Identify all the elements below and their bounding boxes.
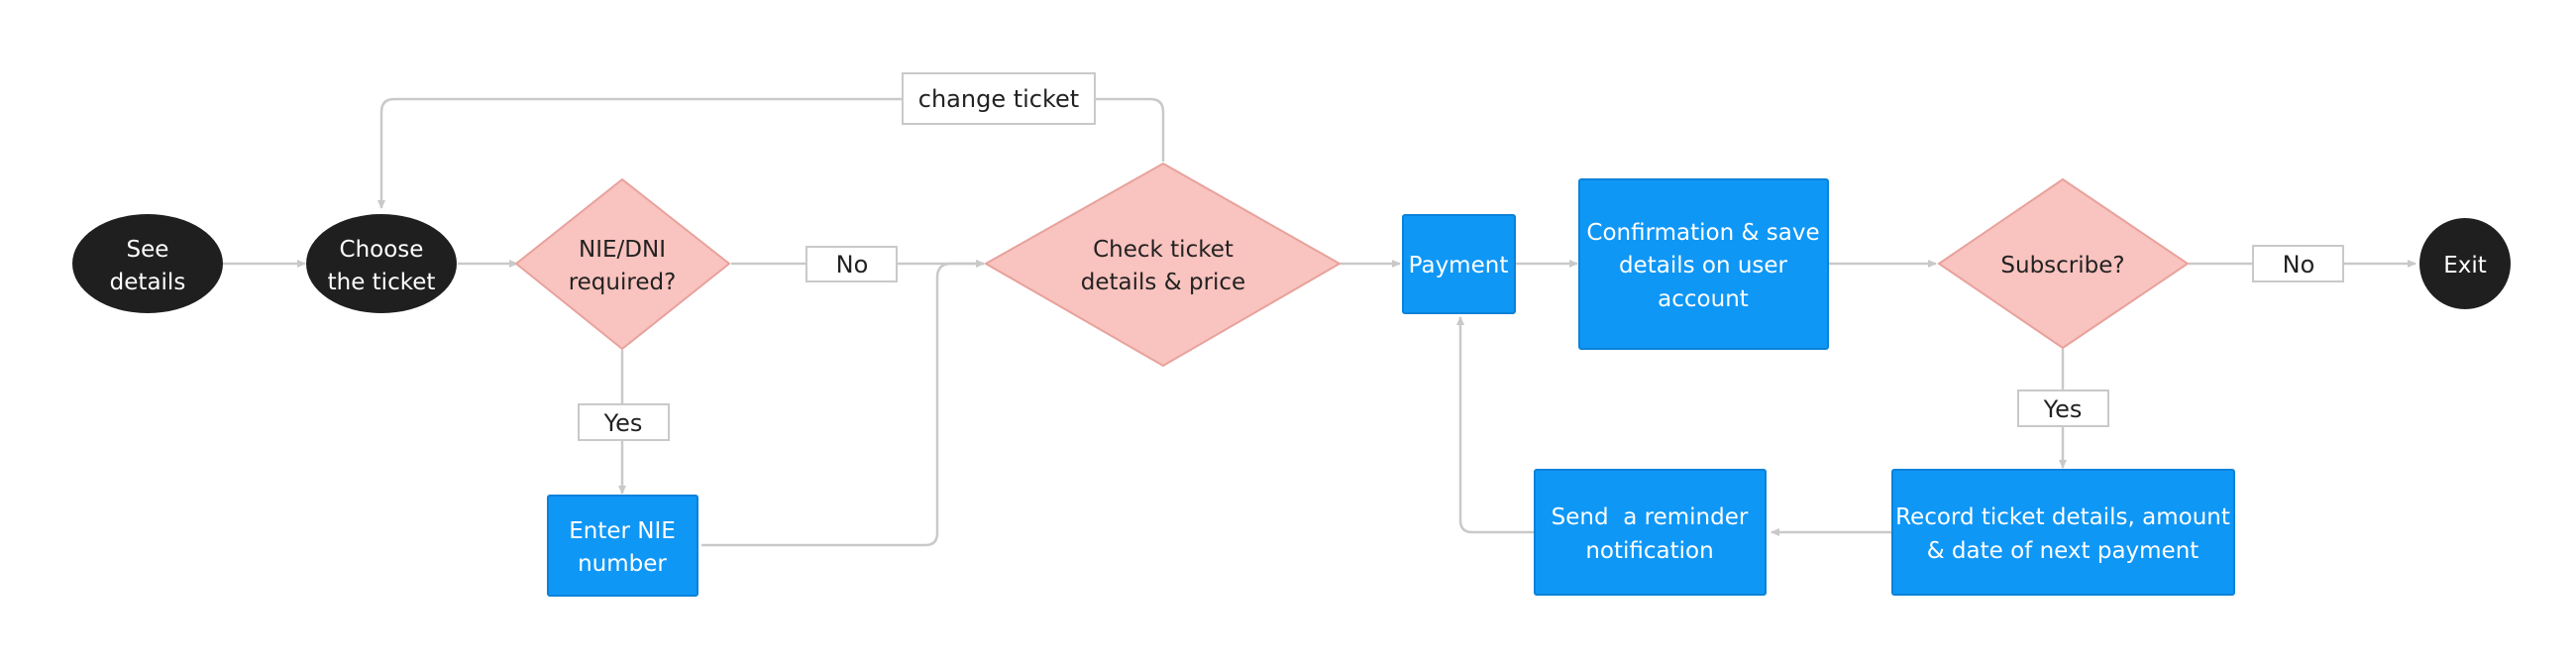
decision-shape — [983, 162, 1342, 368]
label-box — [578, 403, 670, 441]
node-exit-line-1: Exit — [2443, 253, 2487, 278]
node-check-ticket-line-1: Check ticket — [1093, 237, 1234, 263]
process-shape — [547, 495, 698, 597]
node-record-ticket[interactable]: Record ticket details, amount & date of … — [1891, 469, 2235, 596]
node-choose-ticket-line-1: Choose — [340, 237, 424, 263]
process-shape — [1534, 469, 1767, 596]
node-send-reminder-line-2: notification — [1585, 538, 1713, 564]
label-box — [805, 246, 898, 282]
edge-label-nie-no[interactable]: No — [805, 246, 898, 282]
edge-label-change-ticket-text: change ticket — [918, 85, 1079, 113]
edge-label-nie-yes-text: Yes — [603, 409, 643, 437]
node-enter-nie-line-2: number — [578, 551, 667, 577]
edge-label-nie-yes[interactable]: Yes — [578, 403, 670, 441]
node-choose-ticket[interactable]: Choose the ticket — [306, 214, 457, 313]
edge-label-subscribe-no[interactable]: No — [2252, 245, 2344, 282]
label-box — [2017, 390, 2109, 427]
node-send-reminder-line-1: Send a reminder — [1552, 504, 1749, 530]
edge-label-subscribe-yes-text: Yes — [2043, 395, 2083, 423]
edge-label-subscribe-no-text: No — [2283, 251, 2315, 278]
node-confirmation-line-1: Confirmation & save — [1586, 220, 1819, 246]
node-choose-ticket-line-2: the ticket — [328, 270, 436, 295]
node-payment[interactable]: Payment — [1402, 214, 1516, 314]
edge-label-nie-no-text: No — [836, 251, 869, 278]
edge-change-ticket-b — [377, 97, 902, 209]
terminal-shape — [2419, 218, 2511, 309]
node-see-details-line-2: details — [110, 270, 186, 295]
process-shape — [1402, 214, 1516, 314]
process-shape — [1891, 469, 2235, 596]
process-shape — [1578, 178, 1829, 350]
node-confirmation-line-2: details on user — [1619, 253, 1788, 278]
node-record-ticket-line-1: Record ticket details, amount — [1895, 504, 2230, 530]
decision-shape — [1937, 177, 2190, 350]
terminal-shape — [306, 214, 457, 313]
edge-label-change-ticket[interactable]: change ticket — [902, 72, 1096, 125]
node-confirmation[interactable]: Confirmation & save details on user acco… — [1578, 178, 1829, 350]
node-send-reminder[interactable]: Send a reminder notification — [1534, 469, 1767, 596]
node-enter-nie-line-1: Enter NIE — [569, 518, 676, 544]
node-subscribe-line-1: Subscribe? — [2000, 253, 2124, 278]
terminal-shape — [72, 214, 223, 313]
edge-enter-to-check — [701, 260, 985, 547]
edge-label-subscribe-yes[interactable]: Yes — [2017, 390, 2109, 427]
node-check-ticket-line-2: details & price — [1081, 270, 1245, 295]
label-box — [902, 72, 1096, 125]
label-box — [2252, 245, 2344, 282]
node-exit[interactable]: Exit — [2419, 218, 2511, 309]
node-see-details[interactable]: See details — [72, 214, 223, 313]
node-record-ticket-line-2: & date of next payment — [1927, 538, 2200, 564]
node-check-ticket[interactable]: Check ticket details & price — [983, 162, 1342, 368]
node-enter-nie[interactable]: Enter NIE number — [547, 495, 698, 597]
decision-shape — [514, 177, 731, 351]
node-subscribe[interactable]: Subscribe? — [1937, 177, 2190, 350]
node-nie-required-line-2: required? — [569, 270, 677, 295]
node-payment-line-1: Payment — [1409, 253, 1509, 278]
node-nie-required-line-1: NIE/DNI — [579, 237, 666, 263]
node-confirmation-line-3: account — [1658, 286, 1749, 312]
node-see-details-line-1: See — [127, 237, 169, 263]
edge-send-to-payment — [1456, 316, 1534, 534]
node-nie-required[interactable]: NIE/DNI required? — [514, 177, 731, 351]
connectors — [223, 97, 2416, 547]
edge-change-ticket-a — [1096, 97, 1165, 162]
